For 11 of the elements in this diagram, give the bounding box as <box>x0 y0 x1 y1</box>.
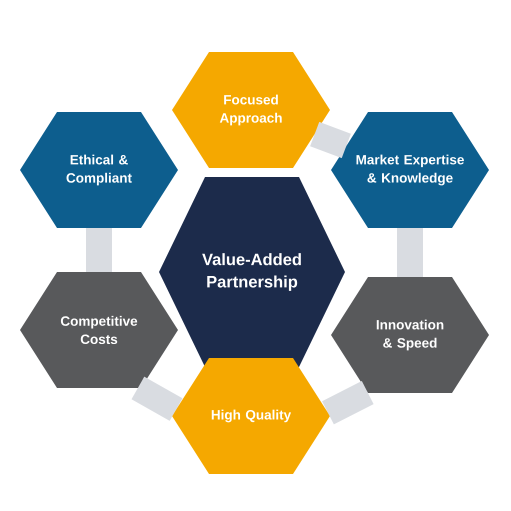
hexagon: High Quality <box>172 358 330 474</box>
connector-band <box>397 228 423 277</box>
hexagon: Value-Added Partnership <box>159 177 345 367</box>
hexagon: Competitive Costs <box>20 272 178 388</box>
connector-band <box>322 380 374 424</box>
hexagon: Innovation & Speed <box>331 277 489 393</box>
connector-band <box>131 376 182 421</box>
hexagon: Focused Approach <box>172 52 330 168</box>
connector-band <box>86 228 112 272</box>
hexagon: Market Expertise & Knowledge <box>331 112 489 228</box>
hexagon: Ethical & Compliant <box>20 112 178 228</box>
